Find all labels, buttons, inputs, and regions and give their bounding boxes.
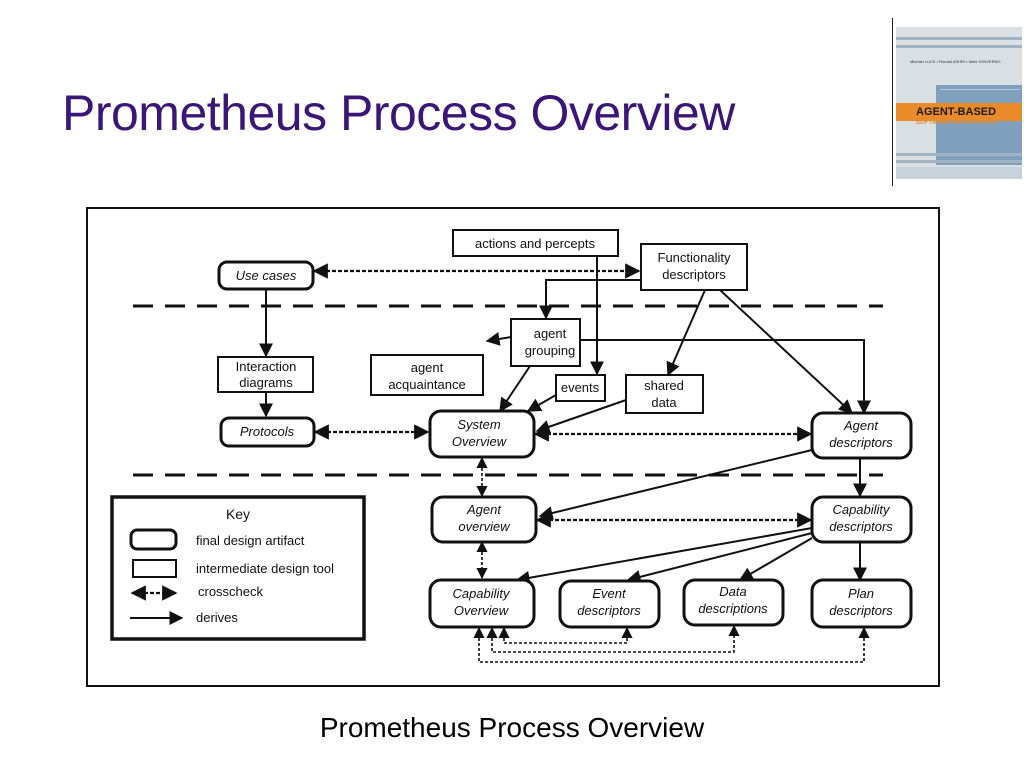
crosscheck-capoverview-plan [473, 626, 870, 663]
crosscheck-capoverview-data [486, 624, 740, 653]
key-crosscheck-label: crosscheck [198, 584, 264, 599]
arrow-agentdesc-agentoverview [538, 449, 813, 520]
box-event-descriptors [558, 579, 661, 629]
box-actions-percepts [452, 229, 619, 257]
box-capability-overview [428, 578, 536, 629]
arrow-grouping-system [499, 365, 531, 413]
diagram-key: Key final design artifact intermediate d… [110, 495, 366, 641]
label-events: events [561, 380, 600, 395]
label-protocols: Protocols [240, 424, 295, 439]
box-agent-overview [430, 495, 538, 544]
box-plan-descriptors [810, 578, 913, 629]
box-protocols [219, 416, 316, 448]
book-title: AGENT-BASED [916, 106, 997, 118]
arrow-events-system [526, 394, 557, 412]
arrow-capdesc-event [626, 532, 813, 584]
arrow-capdesc-capoverview [515, 527, 813, 585]
label-actions-percepts: actions and percepts [475, 236, 595, 251]
box-agent-descriptors [810, 411, 913, 460]
key-final-symbol [129, 528, 178, 551]
arrow-capdesc-data [738, 537, 813, 581]
box-shared-data [625, 374, 704, 414]
key-intermediate-symbol [132, 559, 177, 578]
arrow-grouping-acquaintance [485, 332, 512, 346]
box-agent-acquaintance [370, 354, 484, 396]
key-derives-label: derives [196, 610, 238, 625]
box-events [555, 374, 606, 402]
book-authors: Michael LUCK • Ronald ASHRI • Mark D'INV… [910, 59, 1001, 64]
slide-caption: Prometheus Process Overview [319, 712, 705, 743]
key-intermediate-label: intermediate design tool [196, 561, 334, 576]
key-final-label: final design artifact [196, 533, 305, 548]
vertical-rule [892, 18, 893, 186]
box-agent-grouping [510, 318, 581, 367]
box-interaction-diagrams [217, 356, 314, 393]
slide-title: Prometheus Process Overview [62, 85, 735, 141]
arrow-shared-system [535, 399, 627, 434]
arrow-grouping-agentdesc [580, 339, 871, 415]
book-subtitle: SOFTWARE DEVELOPMENT [916, 120, 998, 126]
arrow-functionality-shared [666, 289, 706, 377]
label-use-cases: Use cases [236, 268, 297, 283]
box-use-cases [217, 260, 315, 291]
box-data-descriptions [682, 578, 785, 627]
box-capability-descriptors [810, 495, 913, 544]
box-system-overview [428, 409, 536, 459]
key-title: Key [226, 506, 250, 522]
box-functionality-descriptors [640, 243, 748, 291]
arrow-functionality-grouping [539, 279, 641, 320]
book-cover-image: Michael LUCK • Ronald ASHRI • Mark D'INV… [896, 27, 1022, 179]
crosscheck-capoverview-event [498, 626, 633, 644]
arrow-functionality-agentdesc [719, 289, 854, 414]
